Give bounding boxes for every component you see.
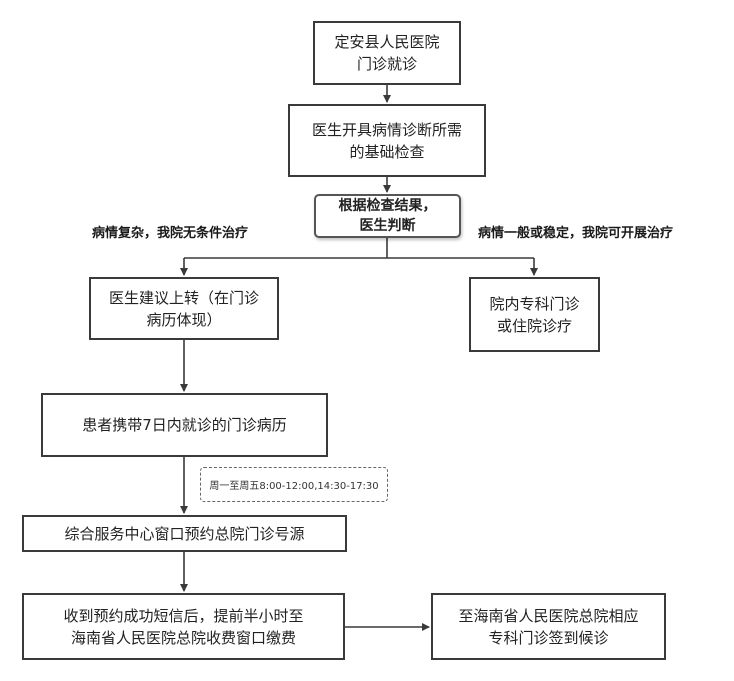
book-appointment-node: 综合服务中心窗口预约总院门诊号源 — [22, 515, 347, 552]
branch-label-right: 病情一般或稳定，我院可开展治疗 — [478, 226, 674, 241]
check-in-node: 至海南省人民医院总院相应 专科门诊签到候诊 — [431, 593, 666, 660]
branch-label-left: 病情复杂，我院无条件治疗 — [92, 226, 249, 241]
decision-node: 根据检查结果， 医生判断 — [314, 194, 461, 238]
carry-records-node: 患者携带7日内就诊的门诊病历 — [41, 393, 328, 457]
in-hospital-node-text: 院内专科门诊 或住院诊疗 — [489, 294, 580, 335]
basic-exam-node: 医生开具病情诊断所需 的基础检查 — [288, 104, 486, 177]
check-in-node-text: 至海南省人民医院总院相应 专科门诊签到候诊 — [458, 606, 639, 647]
basic-exam-node-text: 医生开具病情诊断所需 的基础检查 — [311, 120, 462, 161]
decision-node-text: 根据检查结果， 医生判断 — [338, 198, 437, 234]
start-node-text: 定安县人民医院 门诊就诊 — [334, 33, 440, 73]
in-hospital-node: 院内专科门诊 或住院诊疗 — [469, 277, 600, 352]
carry-records-node-text: 患者携带7日内就诊的门诊病历 — [82, 416, 287, 434]
hours-note: 周一至周五8:00-12:00,14:30-17:30 — [200, 467, 388, 502]
transfer-advice-node: 医生建议上转（在门诊 病历体现） — [89, 277, 279, 340]
pay-fee-node: 收到预约成功短信后，提前半小时至 海南省人民医院总院收费窗口缴费 — [22, 593, 345, 660]
pay-fee-node-text: 收到预约成功短信后，提前半小时至 海南省人民医院总院收费窗口缴费 — [63, 606, 304, 647]
start-node: 定安县人民医院 门诊就诊 — [313, 21, 461, 85]
transfer-advice-node-text: 医生建议上转（在门诊 病历体现） — [108, 288, 259, 329]
book-appointment-node-text: 综合服务中心窗口预约总院门诊号源 — [64, 524, 305, 543]
